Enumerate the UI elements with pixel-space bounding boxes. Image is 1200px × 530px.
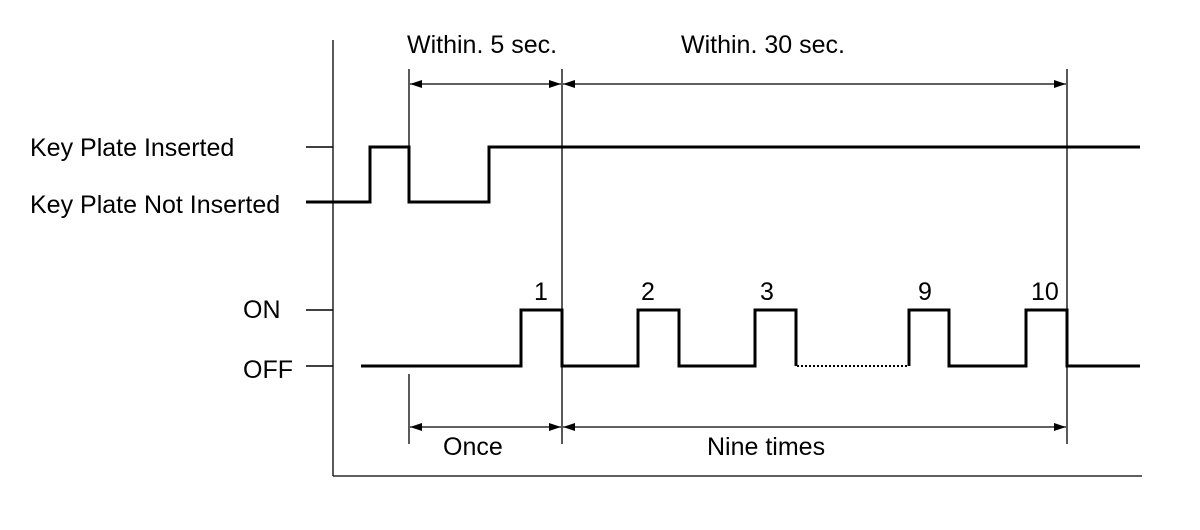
pulse-number-3: 3: [760, 278, 774, 306]
label-once: Once: [443, 433, 503, 461]
label-within-5: Within. 5 sec.: [407, 31, 557, 59]
key-plate-waveform: [306, 145, 1140, 204]
label-key-plate-inserted: Key Plate Inserted: [30, 134, 234, 162]
pulse-number-2: 2: [641, 278, 655, 306]
label-key-plate-not-inserted: Key Plate Not Inserted: [30, 191, 280, 219]
pulse-number-10: 10: [1031, 278, 1059, 306]
pulse-number-1: 1: [534, 278, 548, 306]
label-within-30: Within. 30 sec.: [681, 31, 845, 59]
pulse-waveform-a: [361, 308, 798, 368]
label-nine-times: Nine times: [707, 433, 825, 461]
pulse-waveform-b: [907, 308, 1140, 368]
label-off: OFF: [243, 356, 293, 384]
label-on: ON: [243, 296, 281, 324]
pulse-number-9: 9: [918, 278, 932, 306]
